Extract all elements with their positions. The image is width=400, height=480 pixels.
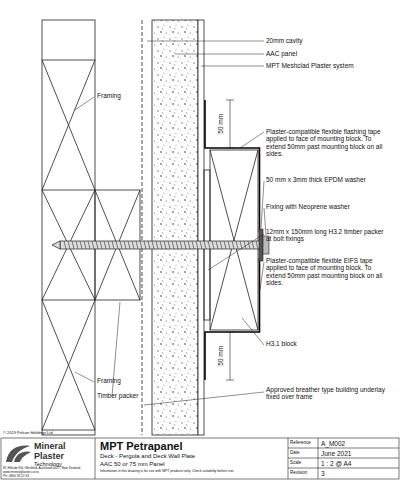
- title-block-text: © 2019 Pelcoe Holdings Ltd: [3, 431, 123, 436]
- screw-thread: [248, 241, 250, 249]
- logo-mark: [6, 446, 31, 462]
- callout-label: Framing: [97, 92, 147, 99]
- dimension-label: 50 mm: [217, 345, 224, 367]
- title-block-text: Scale: [290, 460, 318, 465]
- callout-label: MPT Meshclad Plaster system: [266, 62, 386, 69]
- screw-thread: [152, 241, 154, 249]
- callout-label: 20mm cavity: [266, 37, 386, 44]
- title-block-text: 1 : 2 @ A4: [321, 460, 397, 467]
- title-block-text: Ph: 0800 33 22 63: [3, 475, 93, 479]
- title-block-text: Date: [290, 450, 318, 455]
- title-block-text: Mineral: [34, 441, 94, 451]
- screw-thread: [200, 241, 202, 249]
- screw-thread: [216, 241, 218, 249]
- screw-thread: [172, 241, 174, 249]
- screw-thread: [244, 241, 246, 249]
- title-block-text: Deck - Pergola and Deck Wall Plate: [100, 453, 285, 460]
- callout-label: Plaster-compatible flexible flashing tap…: [266, 128, 390, 158]
- title-block: [1, 438, 399, 479]
- framing: [42, 20, 95, 435]
- screw-thread: [104, 241, 106, 249]
- screw-thread: [192, 241, 194, 249]
- screw-thread: [76, 241, 78, 249]
- screw-thread: [212, 241, 214, 249]
- title-block-text: Information in this drawing is for use w…: [100, 470, 286, 474]
- screw-thread: [72, 241, 74, 249]
- title-block-text: 3: [321, 470, 397, 477]
- title-block-text: A_M002: [321, 440, 397, 447]
- bolt: [52, 229, 269, 261]
- eifs-tape: [205, 258, 260, 380]
- screw-thread: [220, 241, 222, 249]
- screw-thread: [256, 241, 258, 249]
- screw-thread: [188, 241, 190, 249]
- screw-thread: [208, 241, 210, 249]
- title-block-text: Revision: [290, 470, 318, 475]
- screw-thread: [164, 241, 166, 249]
- title-block-text: June 2021: [321, 450, 397, 457]
- screw-thread: [68, 241, 70, 249]
- callout-label: Approved breather type building underlay…: [266, 386, 386, 401]
- screw-thread: [144, 241, 146, 249]
- screw-thread: [96, 241, 98, 249]
- aac-panel: [152, 20, 198, 435]
- screw-thread: [160, 241, 162, 249]
- screw-thread: [116, 241, 118, 249]
- screw-thread: [252, 241, 254, 249]
- screw-thread: [112, 241, 114, 249]
- callout-label: Framing: [97, 377, 157, 384]
- screw-thread: [84, 241, 86, 249]
- screw-thread: [64, 241, 66, 249]
- screw-thread: [228, 241, 230, 249]
- screw-thread: [100, 241, 102, 249]
- callout-label: AAC panel: [266, 50, 386, 57]
- screw-thread: [92, 241, 94, 249]
- title-block-text: Reference: [290, 440, 318, 445]
- building-underlay: [142, 20, 143, 435]
- callout-label: H3.1 block: [266, 340, 386, 347]
- screw-thread: [184, 241, 186, 249]
- screw-thread: [196, 241, 198, 249]
- screw-thread: [128, 241, 130, 249]
- screw-thread: [148, 241, 150, 249]
- screw-thread: [176, 241, 178, 249]
- callout-label: 12mm x 150mm long H3.2 timber packer at …: [266, 228, 386, 243]
- screw-thread: [236, 241, 238, 249]
- callout-label: 50 mm x 3mm thick EPDM washer: [266, 176, 386, 183]
- leader-line: [75, 41, 266, 405]
- screw-thread: [136, 241, 138, 249]
- dimension-line: [226, 100, 234, 380]
- callout-label: Fixing with Neoprene washer: [266, 203, 386, 210]
- screw-thread: [224, 241, 226, 249]
- screw-thread: [108, 241, 110, 249]
- screw-thread: [168, 241, 170, 249]
- mounting-block: [210, 150, 258, 330]
- callout-label: Timber packer: [97, 392, 167, 399]
- screw-thread: [120, 241, 122, 249]
- screw-thread: [124, 241, 126, 249]
- screw-thread: [88, 241, 90, 249]
- dimension-label: 50 mm: [217, 113, 224, 135]
- screw-thread: [240, 241, 242, 249]
- screw-thread: [180, 241, 182, 249]
- title-block-text: Plaster: [34, 451, 94, 461]
- plaster-system: [198, 20, 204, 435]
- screw-thread: [80, 241, 82, 249]
- screw-thread: [132, 241, 134, 249]
- screw-thread: [204, 241, 206, 249]
- screw-thread: [140, 241, 142, 249]
- screw-thread: [232, 241, 234, 249]
- callout-label: Plaster-compatible flexible EIFS tape ap…: [266, 257, 390, 287]
- drawing-title: MPT Petrapanel: [100, 440, 285, 453]
- screw-thread: [156, 241, 158, 249]
- flashing-tape: [205, 100, 260, 232]
- title-block-text: AAC 50 or 75 mm Panel: [100, 461, 285, 468]
